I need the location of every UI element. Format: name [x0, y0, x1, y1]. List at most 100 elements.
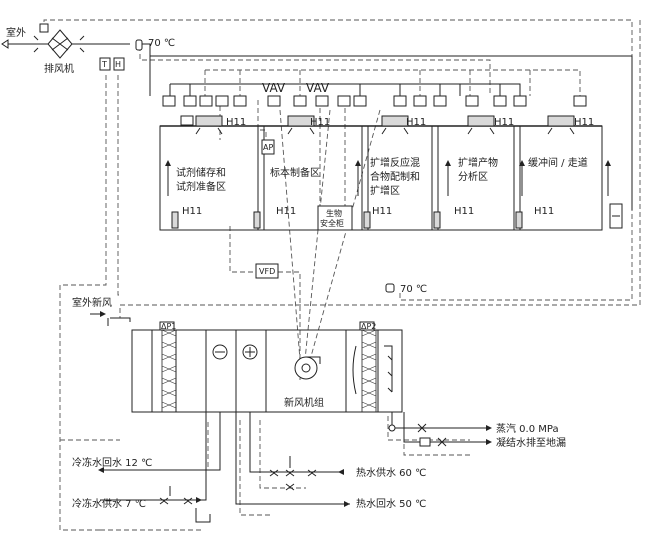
dp-sensor-icon — [180, 115, 194, 126]
damper-icon — [337, 95, 351, 107]
trap-icon — [419, 437, 431, 447]
hepa-label: H11 — [574, 117, 594, 128]
exhaust-temp-label: 70 ℃ — [148, 38, 175, 49]
exhaust-fan-group: 室外 排风机 T H 70 ℃ — [1, 23, 175, 75]
room-labels: 试剂储存和 试剂准备区 标本制备区 扩增反应混 合物配制和 扩增区 扩增产物 分… — [176, 156, 588, 197]
airflow-arrows — [165, 160, 611, 196]
valve-icon — [285, 469, 295, 477]
damper-icon — [315, 95, 329, 107]
room-label-r1-line2: 试剂准备区 — [176, 180, 226, 193]
humidity-sensor-icon — [113, 57, 125, 71]
valve-icon — [307, 469, 317, 477]
low-exhaust-label: H11 — [182, 206, 202, 217]
temp-sensor-icon — [99, 57, 111, 71]
bsc-label-line1: 生物 — [326, 208, 342, 218]
dp1-label: ΔP1 — [161, 322, 176, 331]
vav-label-1: VAV — [262, 81, 286, 95]
hw-supply-label: 热水供水 60 ℃ — [356, 466, 426, 479]
room-label-r4-line1: 扩增产物 — [458, 156, 498, 169]
dp2-label: ΔP2 — [361, 322, 376, 331]
room-label-r1-line1: 试剂储存和 — [176, 166, 226, 179]
low-exhaust-label: H11 — [534, 206, 554, 217]
hepa-label: H11 — [226, 117, 246, 128]
damper-icon — [493, 95, 507, 107]
supply-fan-icon — [294, 356, 318, 380]
vfd-box — [255, 263, 279, 279]
hepa-label: H11 — [494, 117, 514, 128]
biosafety-cabinet — [317, 205, 353, 231]
chw-return-label: 冷冻水回水 12 ℃ — [72, 456, 152, 469]
damper-icon — [393, 95, 407, 107]
hepa-label: H11 — [310, 117, 330, 128]
damper-icon — [465, 95, 479, 107]
ap-sensor-box — [261, 139, 275, 155]
room-label-r3-line2: 合物配制和 — [370, 170, 420, 183]
condensate-label: 凝结水排至地漏 — [496, 436, 566, 449]
hepa-filter-icon — [547, 115, 575, 127]
hw-return-label: 热水回水 50 ℃ — [356, 497, 426, 510]
valve-icon — [159, 497, 169, 505]
steam-valve-icon — [388, 424, 396, 432]
valve-icon — [183, 497, 193, 505]
damper-icon — [293, 95, 307, 107]
lab-block — [159, 125, 603, 231]
sensor-t-label: T — [101, 60, 107, 69]
sensor-h-label: H — [115, 60, 121, 69]
low-exhaust-label: H11 — [454, 206, 474, 217]
damper-icon — [267, 95, 281, 107]
piping — [98, 412, 492, 523]
hepa-label: H11 — [406, 117, 426, 128]
low-exhaust-label: H11 — [372, 206, 392, 217]
fire-damper-icon — [135, 39, 143, 51]
low-exhaust-filter-icon — [515, 211, 523, 229]
low-exhaust-label: H11 — [276, 206, 296, 217]
room-label-r4-line2: 分析区 — [458, 170, 488, 183]
ap-label: AP — [263, 143, 273, 152]
damper-icon — [573, 95, 587, 107]
bsc-label-line2: 安全柜 — [320, 218, 344, 228]
hepa-filter-icon — [287, 115, 315, 127]
steam-label: 蒸汽 0.0 MPa — [496, 422, 559, 435]
hepa-filter-icon — [195, 115, 223, 127]
low-exhaust-filter-icon — [171, 211, 179, 229]
ahu-label: 新风机组 — [284, 396, 324, 409]
room-label-r2: 标本制备区 — [270, 166, 320, 179]
damper-icon — [413, 95, 427, 107]
damper-icon — [433, 95, 447, 107]
low-exhaust-filter-icon — [433, 211, 441, 229]
vav-label-2: VAV — [306, 81, 330, 95]
hepa-filter-icon — [467, 115, 495, 127]
ahu-unit: 室外新风 新风机组 ΔP1 ΔP2 — [72, 296, 403, 413]
hepa-outlets: H11 H11 H11 H11 H11 — [180, 115, 594, 135]
exhaust-damper-icon — [39, 23, 49, 33]
damper-icon — [215, 95, 229, 107]
room-label-r3-line3: 扩增区 — [370, 184, 400, 197]
low-exhaust: H11 H11 H11 H11 H11 — [171, 206, 554, 229]
outdoor-arrow-icon — [1, 39, 9, 49]
duct-dampers — [162, 95, 587, 107]
supply-temp-label: 70 ℃ — [400, 284, 427, 295]
exhaust-outdoor-label: 室外 — [6, 26, 26, 39]
damper-icon — [353, 95, 367, 107]
damper-icon — [183, 95, 197, 107]
vfd-label: VFD — [259, 267, 275, 276]
dp2-sensor-box — [359, 321, 375, 331]
valve-icon — [417, 423, 427, 433]
valve-icon — [437, 437, 447, 447]
exhaust-fan-label: 排风机 — [44, 62, 74, 75]
damper-icon — [199, 95, 213, 107]
hepa-filter-icon — [381, 115, 409, 127]
room-label-r5: 缓冲间 / 走道 — [528, 156, 588, 169]
dp1-sensor-box — [159, 321, 175, 331]
low-exhaust-filter-icon — [363, 211, 371, 229]
fresh-air-label: 室外新风 — [72, 296, 112, 309]
damper-icon — [513, 95, 527, 107]
damper-icon — [162, 95, 176, 107]
valve-icon — [285, 483, 295, 491]
control-lines — [43, 19, 641, 531]
damper-icon — [233, 95, 247, 107]
low-exhaust-filter-icon — [253, 211, 261, 229]
chw-supply-label: 冷冻水供水 7 ℃ — [72, 497, 146, 510]
supply-fire-damper-icon — [385, 283, 395, 293]
